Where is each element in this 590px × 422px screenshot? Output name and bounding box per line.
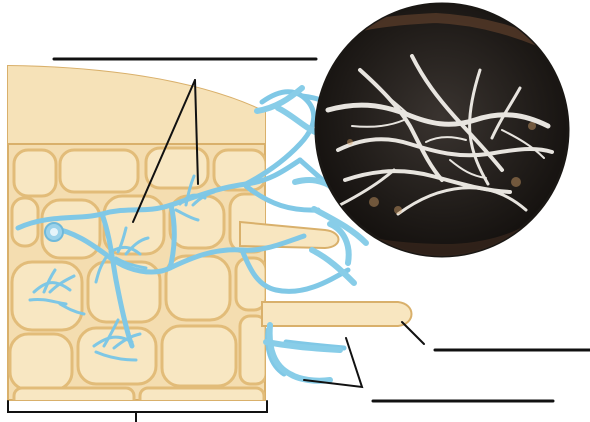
root-hair-upper (240, 222, 339, 248)
vesicle (45, 223, 63, 241)
mycelium-photo (306, 4, 568, 256)
leader-root-hair (402, 322, 424, 344)
root-epidermis (8, 66, 268, 144)
root-bracket (8, 401, 267, 412)
root-hair-lower (262, 302, 412, 326)
